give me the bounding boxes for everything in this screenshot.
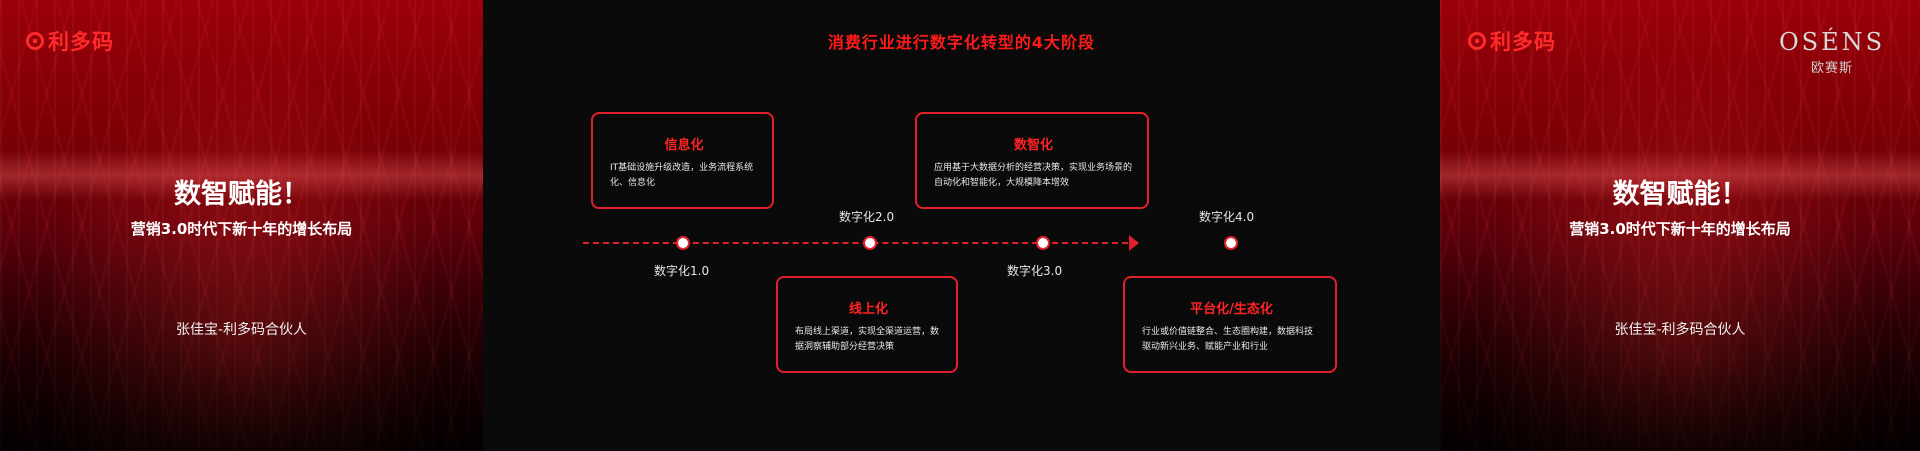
lidouma-logo: 利多码: [1468, 26, 1556, 56]
timeline-arrow-icon: [1129, 235, 1139, 251]
background-floor: [1440, 221, 1920, 451]
center-slide-title: 消费行业进行数字化转型的4大阶段: [827, 33, 1096, 52]
lidouma-logo: 利多码: [26, 26, 114, 56]
timeline-line: [583, 242, 1138, 244]
background-glow: [1440, 150, 1920, 200]
left-slide-panel: 利多码 数智赋能！ 营销3.0时代下新十年的增长布局 张佳宝-利多码合伙人: [0, 0, 483, 451]
card-text: 布局线上渠道，实现全渠道运营，数据洞察辅助部分经营决策: [795, 327, 940, 352]
osens-logo: OSÉNS 欧赛斯: [1774, 28, 1890, 76]
card-title: 平台化/生态化: [1190, 302, 1273, 317]
slide-author: 张佳宝-利多码合伙人: [175, 322, 308, 338]
card-title: 线上化: [848, 302, 888, 317]
stage-label-1: 数字化1.0: [654, 264, 710, 278]
lidouma-logo-icon: [26, 32, 44, 50]
center-slide-panel: 消费行业进行数字化转型的4大阶段 数字化1.0 数字化2.0 数字化3.0 数字…: [483, 0, 1440, 451]
card-text: 行业或价值链整合、生态圈构建，数据科技驱动新兴业务、赋能产业和行业: [1142, 327, 1314, 352]
right-slide-panel: 利多码 OSÉNS 欧赛斯 数智赋能！ 营销3.0时代下新十年的增长布局 张佳宝…: [1440, 0, 1920, 451]
card-text: IT基础设施升级改造，业务流程系统化、信息化: [610, 163, 754, 188]
timeline-dot-3: [1036, 236, 1050, 250]
lidouma-logo-icon: [1468, 32, 1486, 50]
lidouma-logo-text: 利多码: [48, 30, 114, 54]
slide-subtitle: 营销3.0时代下新十年的增长布局: [130, 220, 353, 238]
timeline-dot-2: [863, 236, 877, 250]
stage-card-onlinization: 线上化 布局线上渠道，实现全渠道运营，数据洞察辅助部分经营决策: [776, 276, 958, 373]
stage-label-3: 数字化3.0: [1007, 264, 1063, 278]
stage-label-4: 数字化4.0: [1199, 210, 1255, 224]
osens-logo-brand: OSÉNS: [1778, 28, 1886, 56]
background-floor: [0, 221, 483, 451]
slide-title: 数智赋能！: [174, 179, 309, 210]
osens-logo-cn: 欧赛斯: [1810, 61, 1853, 76]
stage-card-informatization: 信息化 IT基础设施升级改造，业务流程系统化、信息化: [591, 112, 774, 209]
card-text: 应用基于大数据分析的经营决策，实现业务场景的自动化和智能化，大规模降本增效: [934, 163, 1133, 188]
timeline-dot-1: [676, 236, 690, 250]
timeline-dot-4: [1224, 236, 1238, 250]
card-title: 信息化: [664, 138, 704, 153]
slide-title: 数智赋能！: [1612, 179, 1748, 210]
stage-label-2: 数字化2.0: [839, 210, 895, 224]
background-glow: [0, 150, 483, 200]
slide-author: 张佳宝-利多码合伙人: [1614, 322, 1746, 338]
slide-subtitle: 营销3.0时代下新十年的增长布局: [1569, 220, 1791, 238]
stage-card-platform-ecosystem: 平台化/生态化 行业或价值链整合、生态圈构建，数据科技驱动新兴业务、赋能产业和行…: [1123, 276, 1337, 373]
card-title: 数智化: [1013, 138, 1053, 153]
stage-card-digital-intelligence: 数智化 应用基于大数据分析的经营决策，实现业务场景的自动化和智能化，大规模降本增…: [915, 112, 1149, 209]
lidouma-logo-text: 利多码: [1490, 30, 1556, 54]
